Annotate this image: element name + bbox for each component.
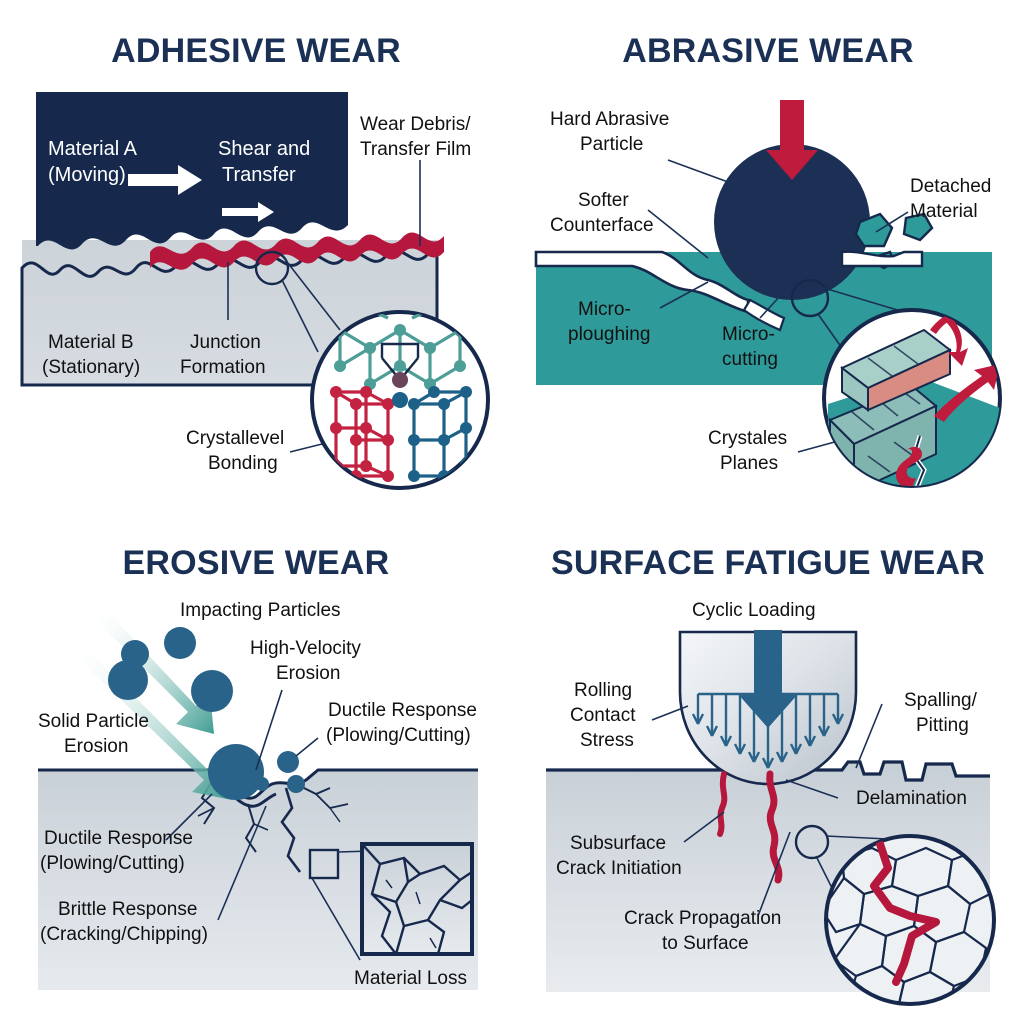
label-wear-debris-line1: Wear Debris/ [360,114,471,135]
motion-arrow-small [222,202,274,222]
panel-surface-fatigue-wear: SURFACE FATIGUE WEAR [512,512,1024,1024]
label-propagation-line2: to Surface [662,933,749,954]
fatigue-surface-line [546,760,990,782]
leader-high-velocity [255,689,283,771]
label-detached-line2: Material [910,201,978,222]
leader-ductile-right [295,737,319,757]
material-loss-source-box [308,848,340,880]
label-hard-particle-line1: Hard Abrasive [550,109,669,130]
label-rolling-line3: Stress [580,730,634,751]
label-brittle-line2: (Cracking/Chipping) [40,924,208,945]
grain-crack-inset [824,834,996,1006]
leader-detached [875,211,909,233]
callout-cone-top [283,257,341,331]
crack-propagation-to-surface [766,770,783,884]
label-softer-line1: Softer [578,190,629,211]
panel-abrasive-wear: ABRASIVE WEAR [512,0,1024,512]
panel-title-erosive: EROSIVE WEAR [122,544,390,582]
label-junction-line2: Formation [180,357,266,378]
label-brittle-line1: Brittle Response [58,899,197,920]
contact-stress-arrows [691,692,845,769]
particle-dots [108,627,305,800]
fatigue-diagram: Cyclic Loading Rolling Contact Stress Sp… [546,600,996,1006]
label-material-a-line2: (Moving) [48,164,126,186]
label-ploughing-line2: ploughing [568,324,650,345]
label-rolling-line1: Rolling [574,680,632,701]
label-cyclic-loading: Cyclic Loading [692,600,816,621]
detached-material-chips [854,212,934,270]
label-planes-line1: Crystales [708,428,787,449]
panel-adhesive-wear: ADHESIVE WEAR [0,0,512,512]
label-detached-line1: Detached [910,176,991,197]
leader-propagation [757,831,791,917]
label-propagation-line1: Crack Propagation [624,908,781,929]
label-rolling-line2: Contact [570,705,636,726]
label-hard-particle-line2: Particle [580,134,643,155]
label-material-a-line1: Material A [48,138,138,160]
label-ductile-left-line1: Ductile Response [44,828,193,849]
label-material-b-line1: Material B [48,332,134,353]
label-high-velocity-line1: High-Velocity [250,638,361,659]
material-loss-cone-bottom [311,877,361,961]
leader-softer [647,209,709,259]
panel-title-adhesive: ADHESIVE WEAR [111,32,401,70]
label-ploughing-line1: Micro- [578,299,631,320]
label-subsurface-line1: Subsurface [570,833,666,854]
label-spalling-line2: Pitting [916,715,969,736]
abrasive-diagram: Hard Abrasive Particle Softer Counterfac… [534,100,1002,488]
callout-origin-circle [254,250,290,286]
label-shear-line1: Shear and [218,138,310,160]
hard-abrasive-particle [714,144,870,300]
label-delamination: Delamination [856,788,967,809]
label-cutting-line1: Micro- [722,324,775,345]
label-crystal-line1: Crystallevel [186,428,284,449]
material-loss-inset [360,842,474,956]
panel-title-abrasive: ABRASIVE WEAR [622,32,914,70]
callout-origin-circle-fat [794,824,830,860]
label-ductile-right-line1: Ductile Response [328,700,477,721]
leader-delamination [785,779,839,799]
label-subsurface-line2: Crack Initiation [556,858,682,879]
transfer-film [150,232,444,270]
label-shear-line2: Transfer [222,164,296,186]
label-solid-particle-line1: Solid Particle [38,711,149,732]
label-material-loss: Material Loss [354,968,467,989]
leader-brittle [217,805,267,921]
label-cutting-line2: cutting [722,349,778,370]
label-ductile-right-line2: (Plowing/Cutting) [326,725,471,746]
leader-ploughing [659,281,709,309]
callout-origin-circle-abr [790,278,830,318]
label-material-b-line2: (Stationary) [42,357,140,378]
label-high-velocity-line2: Erosion [276,663,340,684]
adhesive-diagram: Material A (Moving) Shear and Transfer W… [20,92,490,490]
panel-erosive-wear: EROSIVE WEAR [0,512,512,1024]
label-planes-line2: Planes [720,453,778,474]
leader-ductile-left [165,793,213,841]
callout-cone-bottom [281,279,319,353]
subsurface-crack [717,771,728,837]
erosive-diagram: Impacting Particles High-Velocity Erosio… [38,600,478,990]
leader-hard-particle [667,159,729,183]
crystal-planes-inset [822,308,1002,488]
leader-spalling [855,703,883,769]
impact-crater-cracks [197,772,349,873]
debris-cavity [840,250,924,268]
label-crystal-line2: Bonding [208,453,278,474]
motion-arrow-large [128,165,202,195]
panel-title-fatigue: SURFACE FATIGUE WEAR [550,544,986,582]
leader-cutting [759,295,781,319]
label-junction-line1: Junction [190,332,261,353]
label-impacting: Impacting Particles [180,600,341,621]
leader-subsurface [683,811,725,843]
label-softer-line2: Counterface [550,215,654,236]
label-ductile-left-line2: (Plowing/Cutting) [40,853,185,874]
label-wear-debris-line2: Transfer Film [360,139,471,160]
leader-rolling-stress [651,705,689,721]
label-solid-particle-line2: Erosion [64,736,128,757]
load-arrow [766,100,818,180]
micro-cutting-chip [742,298,786,332]
label-spalling-line1: Spalling/ [904,690,978,711]
